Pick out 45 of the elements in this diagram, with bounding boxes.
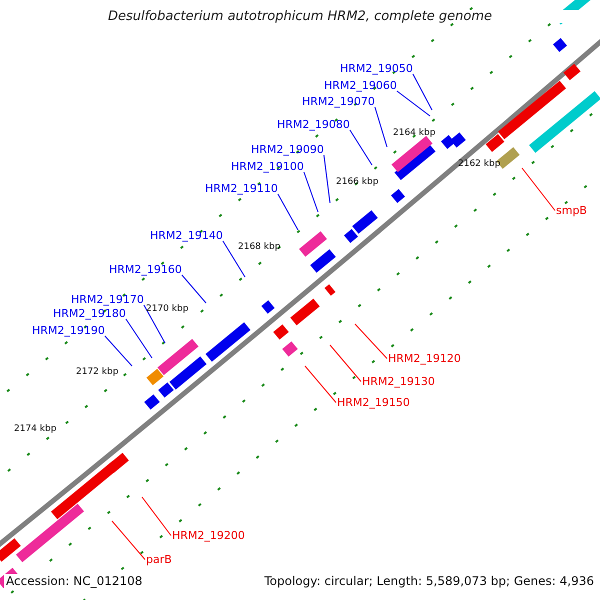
accession-text: Accession: NC_012108 (4, 574, 144, 588)
leader-line (522, 168, 556, 211)
gene-label: HRM2_19140 (150, 230, 223, 241)
gene-label: HRM2_19110 (205, 183, 278, 194)
gene-label: HRM2_19130 (362, 376, 435, 387)
leader-line (303, 172, 318, 212)
leader-line (396, 90, 430, 116)
leader-line (112, 520, 146, 560)
leader-line (323, 154, 330, 204)
gene-label: HRM2_19060 (324, 80, 397, 91)
leader-line (222, 240, 246, 278)
gene-label: HRM2_19080 (277, 119, 350, 130)
tick-label: 2162 kbp (458, 160, 500, 169)
gene-label: HRM2_19170 (71, 294, 144, 305)
gene-label: HRM2_19180 (53, 308, 126, 319)
gene-label: HRM2_19160 (109, 264, 182, 275)
leader-line (349, 130, 372, 166)
leader-line (181, 274, 206, 304)
genome-stats-text: Topology: circular; Length: 5,589,073 bp; Genes: 4,936 (262, 574, 596, 588)
leader-line (304, 366, 336, 403)
leader-line (277, 194, 298, 230)
leader-line (125, 318, 152, 358)
gene-label: HRM2_19090 (251, 144, 324, 155)
tick-label: 2166 kbp (336, 178, 378, 187)
leader-line (104, 336, 132, 366)
gene-label: smpB (556, 205, 587, 216)
tick-label: 2172 kbp (76, 368, 118, 377)
leader-line (374, 106, 388, 148)
tick-label: 2164 kbp (393, 129, 436, 138)
leader-line (330, 344, 362, 382)
gene-label: HRM2_19150 (337, 397, 410, 408)
gene-label: parB (146, 554, 172, 565)
gene-label: HRM2_19190 (32, 325, 105, 336)
gene-label: HRM2_19100 (231, 161, 304, 172)
leader-line (142, 496, 172, 536)
tick-label: 2174 kbp (14, 425, 56, 434)
tick-label: 2170 kbp (146, 305, 188, 314)
leader-line (143, 304, 166, 344)
gene-label: HRM2_19200 (172, 530, 245, 541)
gene-label: HRM2_19070 (302, 96, 375, 107)
tick-label: 2168 kbp (238, 243, 280, 252)
leader-line (412, 74, 432, 110)
gene-label: HRM2_19120 (388, 353, 461, 364)
leader-line (354, 324, 388, 359)
gene-label: HRM2_19050 (340, 63, 413, 74)
